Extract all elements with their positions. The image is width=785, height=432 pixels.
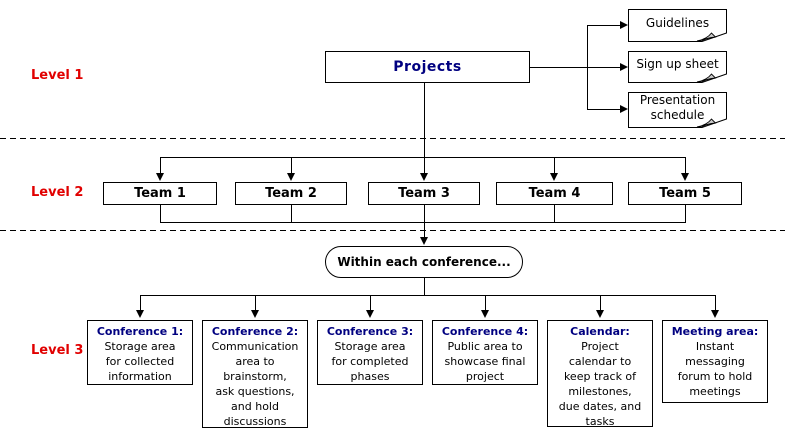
connector-doc1 [587,25,621,26]
connector-area5-stem [600,295,601,311]
arrowhead-doc3 [620,105,628,113]
arrowhead-team2 [287,173,295,181]
connector-area3-stem [370,295,371,311]
area-conference-1: Conference 1: Storage area for collected… [87,320,193,385]
connector-teams-bottom-rail [160,222,686,223]
connector-team3-stem [424,157,425,174]
team-3-label: Team 3 [398,186,450,201]
conference-note-label: Within each conference... [337,255,511,269]
connector-teams-top-rail [160,157,686,158]
page-curl-icon [696,118,717,128]
arrowhead-team3 [420,173,428,181]
connector-team5-stem [685,157,686,174]
connector-note-down [424,278,425,295]
arrowhead-area4 [481,310,489,318]
connector-team5-down [685,205,686,222]
document-presentation-schedule-label: Presentation schedule [639,92,716,122]
connector-area6-stem [715,295,716,311]
connector-area2-stem [255,295,256,311]
document-signup-sheet: Sign up sheet [628,51,727,83]
area-calendar-body: Project calendar to keep track of milest… [558,340,642,428]
area-conference-2-title: Conference 2: [211,325,299,338]
connector-team2-stem [291,157,292,174]
team-5-label: Team 5 [659,186,711,201]
area-calendar: Calendar: Project calendar to keep track… [547,320,653,428]
separator-level2-level3 [0,230,785,231]
arrowhead-doc2 [620,63,628,71]
team-5-node: Team 5 [628,182,742,205]
arrowhead-note [420,237,428,245]
team-3-node: Team 3 [368,182,480,205]
connector-projects-down [424,83,425,157]
connector-team4-down [554,205,555,222]
projects-node: Projects [325,51,530,83]
arrowhead-doc1 [620,21,628,29]
area-conference-4-body: Public area to showcase final project [444,340,526,383]
area-conference-3: Conference 3: Storage area for completed… [317,320,423,385]
area-conference-3-title: Conference 3: [326,325,414,338]
document-presentation-schedule: Presentation schedule [628,92,727,128]
connector-areas-rail [140,295,716,296]
connector-area1-stem [140,295,141,311]
page-curl-icon [696,32,717,42]
arrowhead-area6 [711,310,719,318]
team-1-node: Team 1 [103,182,217,205]
team-4-node: Team 4 [496,182,613,205]
connector-doc2 [587,67,621,68]
area-conference-1-body: Storage area for collected information [104,340,176,383]
area-conference-4: Conference 4: Public area to showcase fi… [432,320,538,385]
area-meeting-body: Instant messaging forum to hold meetings [677,340,753,398]
document-page-shape [628,9,727,42]
level-2-label: Level 2 [31,185,84,200]
connector-team1-stem [160,157,161,174]
area-conference-1-title: Conference 1: [96,325,184,338]
connector-team4-stem [554,157,555,174]
arrowhead-area5 [596,310,604,318]
area-calendar-title: Calendar: [570,325,630,338]
connector-team2-down [291,205,292,222]
team-2-label: Team 2 [265,186,317,201]
document-page-shape [628,92,727,128]
arrowhead-team4 [550,173,558,181]
connector-area4-stem [485,295,486,311]
page-curl-icon [696,73,717,83]
team-2-node: Team 2 [235,182,347,205]
area-conference-4-title: Conference 4: [441,325,529,338]
arrowhead-team5 [681,173,689,181]
arrowhead-area2 [251,310,259,318]
level-3-label: Level 3 [31,343,84,358]
area-meeting-title: Meeting area: [671,325,759,338]
arrowhead-team1 [156,173,164,181]
area-conference-3-body: Storage area for completed phases [331,340,409,383]
arrowhead-area1 [136,310,144,318]
document-page-shape [628,51,727,83]
separator-level1-level2 [0,138,785,139]
connector-team3-down [424,205,425,222]
projects-label: Projects [393,59,462,75]
document-guidelines-label: Guidelines [645,15,710,30]
connector-to-note [424,222,425,238]
team-4-label: Team 4 [528,186,581,201]
conference-note: Within each conference... [325,246,523,278]
area-conference-2: Conference 2: Communication area to brai… [202,320,308,428]
area-conference-2-body: Communication area to brainstorm, ask qu… [211,340,299,428]
document-signup-sheet-label: Sign up sheet [636,57,719,71]
document-guidelines: Guidelines [628,9,727,42]
arrowhead-area3 [366,310,374,318]
connector-doc3 [587,109,621,110]
connector-projects-docs [530,67,587,68]
area-meeting: Meeting area: Instant messaging forum to… [662,320,768,403]
team-1-label: Team 1 [134,186,186,201]
connector-team1-down [160,205,161,222]
level-1-label: Level 1 [31,68,84,83]
